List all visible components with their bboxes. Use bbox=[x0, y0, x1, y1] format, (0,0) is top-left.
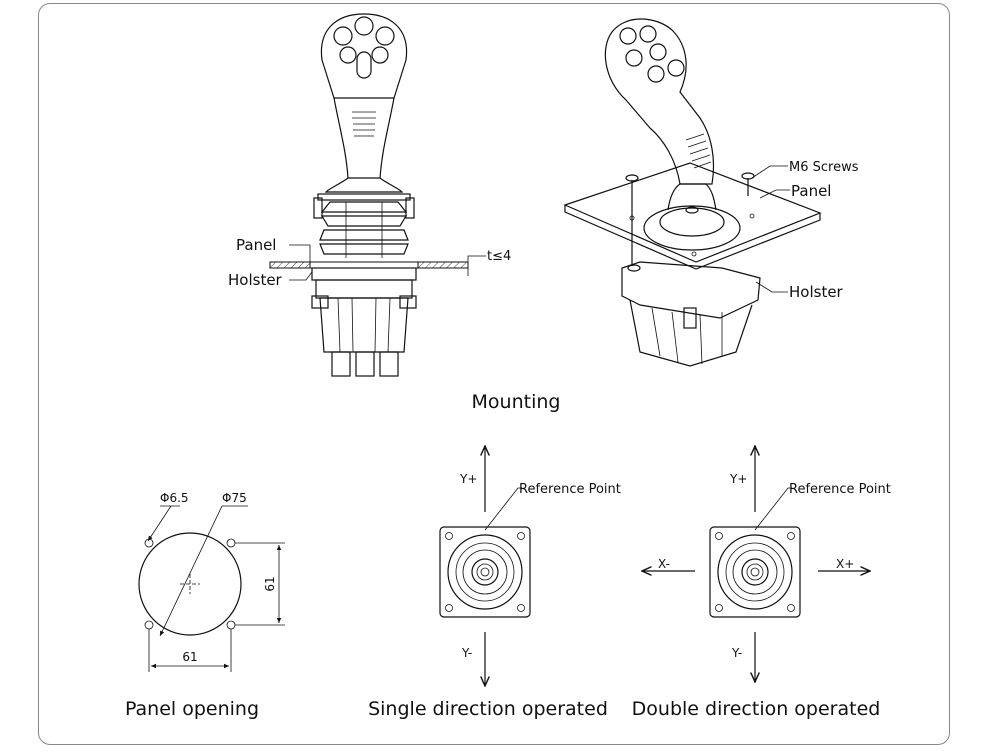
iso-panel-leader bbox=[759, 189, 790, 199]
iso-view-joystick bbox=[563, 18, 822, 367]
screws-leader bbox=[751, 165, 788, 179]
double-direction-diagram bbox=[642, 446, 870, 682]
caption-single: Single direction operated bbox=[368, 698, 608, 720]
double-x-minus: X- bbox=[658, 557, 670, 571]
iso-panel-label: Panel bbox=[791, 182, 831, 200]
height-dim-label: 61 bbox=[263, 576, 277, 591]
width-dim-label: 61 bbox=[182, 650, 197, 664]
side-panel-label: Panel bbox=[236, 236, 276, 254]
screws-label: M6 Screws bbox=[789, 160, 859, 175]
single-y-minus: Y- bbox=[461, 646, 472, 660]
single-y-plus: Y+ bbox=[459, 472, 477, 486]
iso-holster-leader bbox=[755, 281, 788, 293]
thickness-label: t≤4 bbox=[487, 249, 511, 264]
thickness-leader bbox=[467, 255, 486, 262]
double-y-minus: Y- bbox=[731, 646, 742, 660]
holster-leader bbox=[289, 271, 313, 281]
single-direction-diagram bbox=[439, 446, 531, 686]
side-view-joystick bbox=[269, 13, 469, 377]
side-holster-label: Holster bbox=[228, 271, 283, 289]
hole-diameter-label: Φ6.5 bbox=[160, 491, 189, 505]
double-y-plus: Y+ bbox=[729, 472, 747, 486]
single-reference-label: Reference Point bbox=[519, 482, 621, 497]
caption-double: Double direction operated bbox=[632, 698, 881, 720]
double-reference-label: Reference Point bbox=[789, 482, 891, 497]
drawing-frame bbox=[38, 3, 950, 745]
circle-diameter-label: Φ75 bbox=[222, 491, 247, 505]
caption-panel-opening: Panel opening bbox=[125, 698, 259, 720]
panel-opening-drawing bbox=[138, 505, 285, 672]
caption-mounting: Mounting bbox=[472, 391, 561, 413]
panel-leader bbox=[289, 244, 311, 262]
iso-holster-label: Holster bbox=[789, 283, 844, 301]
double-x-plus: X+ bbox=[836, 557, 854, 571]
